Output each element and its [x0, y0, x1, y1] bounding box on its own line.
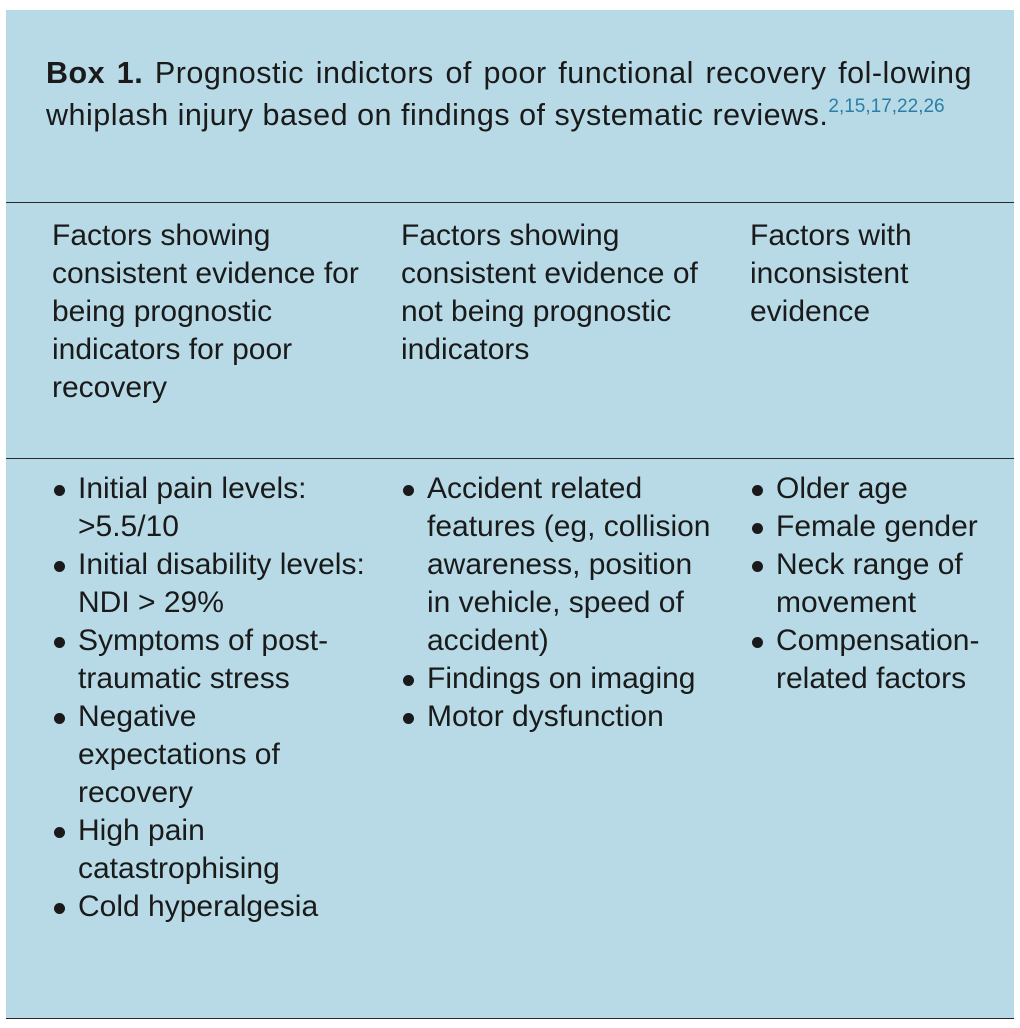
list-item: Initial pain levels: >5.5/10: [52, 470, 372, 546]
bullet-icon: [54, 903, 65, 914]
list-item-text: Motor dysfunction: [427, 700, 664, 733]
box-caption: Box 1. Prognostic indictors of poor func…: [46, 52, 972, 136]
box-caption-text: Prognostic indictors of poor functional …: [46, 56, 972, 132]
list-item: Negative expectations of recovery: [52, 698, 372, 812]
list-item-text: Symptoms of post-traumatic stress: [78, 624, 329, 695]
box-label: Box 1.: [46, 56, 144, 90]
list-item: Findings on imaging: [401, 660, 721, 698]
bullet-icon: [403, 485, 414, 496]
bullet-icon: [54, 561, 65, 572]
list-item-text: Initial disability levels: NDI > 29%: [78, 548, 365, 619]
list-item: Older age: [750, 470, 1012, 508]
column-heading-consistent-prognostic: Factors showing consistent evidence for …: [52, 219, 359, 404]
body-divider: [6, 458, 1014, 459]
list-item-text: Negative expectations of recovery: [78, 700, 280, 809]
list-item: Initial disability levels: NDI > 29%: [52, 546, 372, 622]
column-heading-not-prognostic: Factors showing consistent evidence of n…: [401, 219, 698, 366]
list-item-text: Older age: [776, 472, 908, 505]
list-inconsistent: Older age Female gender Neck range of mo…: [750, 470, 1012, 698]
column-heading-inconsistent: Factors with inconsistent evidence: [750, 219, 912, 328]
list-item: Symptoms of post-traumatic stress: [52, 622, 372, 698]
list-item-text: Cold hyperalgesia: [78, 890, 319, 923]
list-item: Motor dysfunction: [401, 698, 721, 736]
list-item: High pain catastrophising: [52, 812, 372, 888]
list-item-text: High pain catastrophising: [78, 814, 280, 885]
list-item: Cold hyperalgesia: [52, 888, 372, 926]
list-item: Accident related features (eg, collision…: [401, 470, 721, 660]
bullet-icon: [752, 637, 763, 648]
bullet-icon: [54, 637, 65, 648]
list-item-text: Compensation-related factors: [776, 624, 980, 695]
list-item-text: Findings on imaging: [427, 662, 696, 695]
bullet-icon: [752, 523, 763, 534]
header-divider: [6, 202, 1014, 203]
list-item-text: Neck range of movement: [776, 548, 963, 619]
list-consistent-prognostic: Initial pain levels: >5.5/10 Initial dis…: [52, 470, 372, 926]
bullet-icon: [752, 561, 763, 572]
box-1: Box 1. Prognostic indictors of poor func…: [6, 10, 1014, 1019]
bullet-icon: [54, 827, 65, 838]
bullet-icon: [752, 485, 763, 496]
list-item: Compensation-related factors: [750, 622, 1012, 698]
bullet-icon: [403, 675, 414, 686]
list-item-text: Initial pain levels: >5.5/10: [78, 472, 307, 543]
bullet-icon: [54, 485, 65, 496]
list-item: Female gender: [750, 508, 1012, 546]
list-item-text: Female gender: [776, 510, 978, 543]
bullet-icon: [54, 713, 65, 724]
reference-citations[interactable]: 2,15,17,22,26: [828, 96, 945, 117]
list-not-prognostic: Accident related features (eg, collision…: [401, 470, 721, 736]
list-item: Neck range of movement: [750, 546, 1012, 622]
list-item-text: Accident related features (eg, collision…: [427, 472, 711, 657]
bullet-icon: [403, 713, 414, 724]
